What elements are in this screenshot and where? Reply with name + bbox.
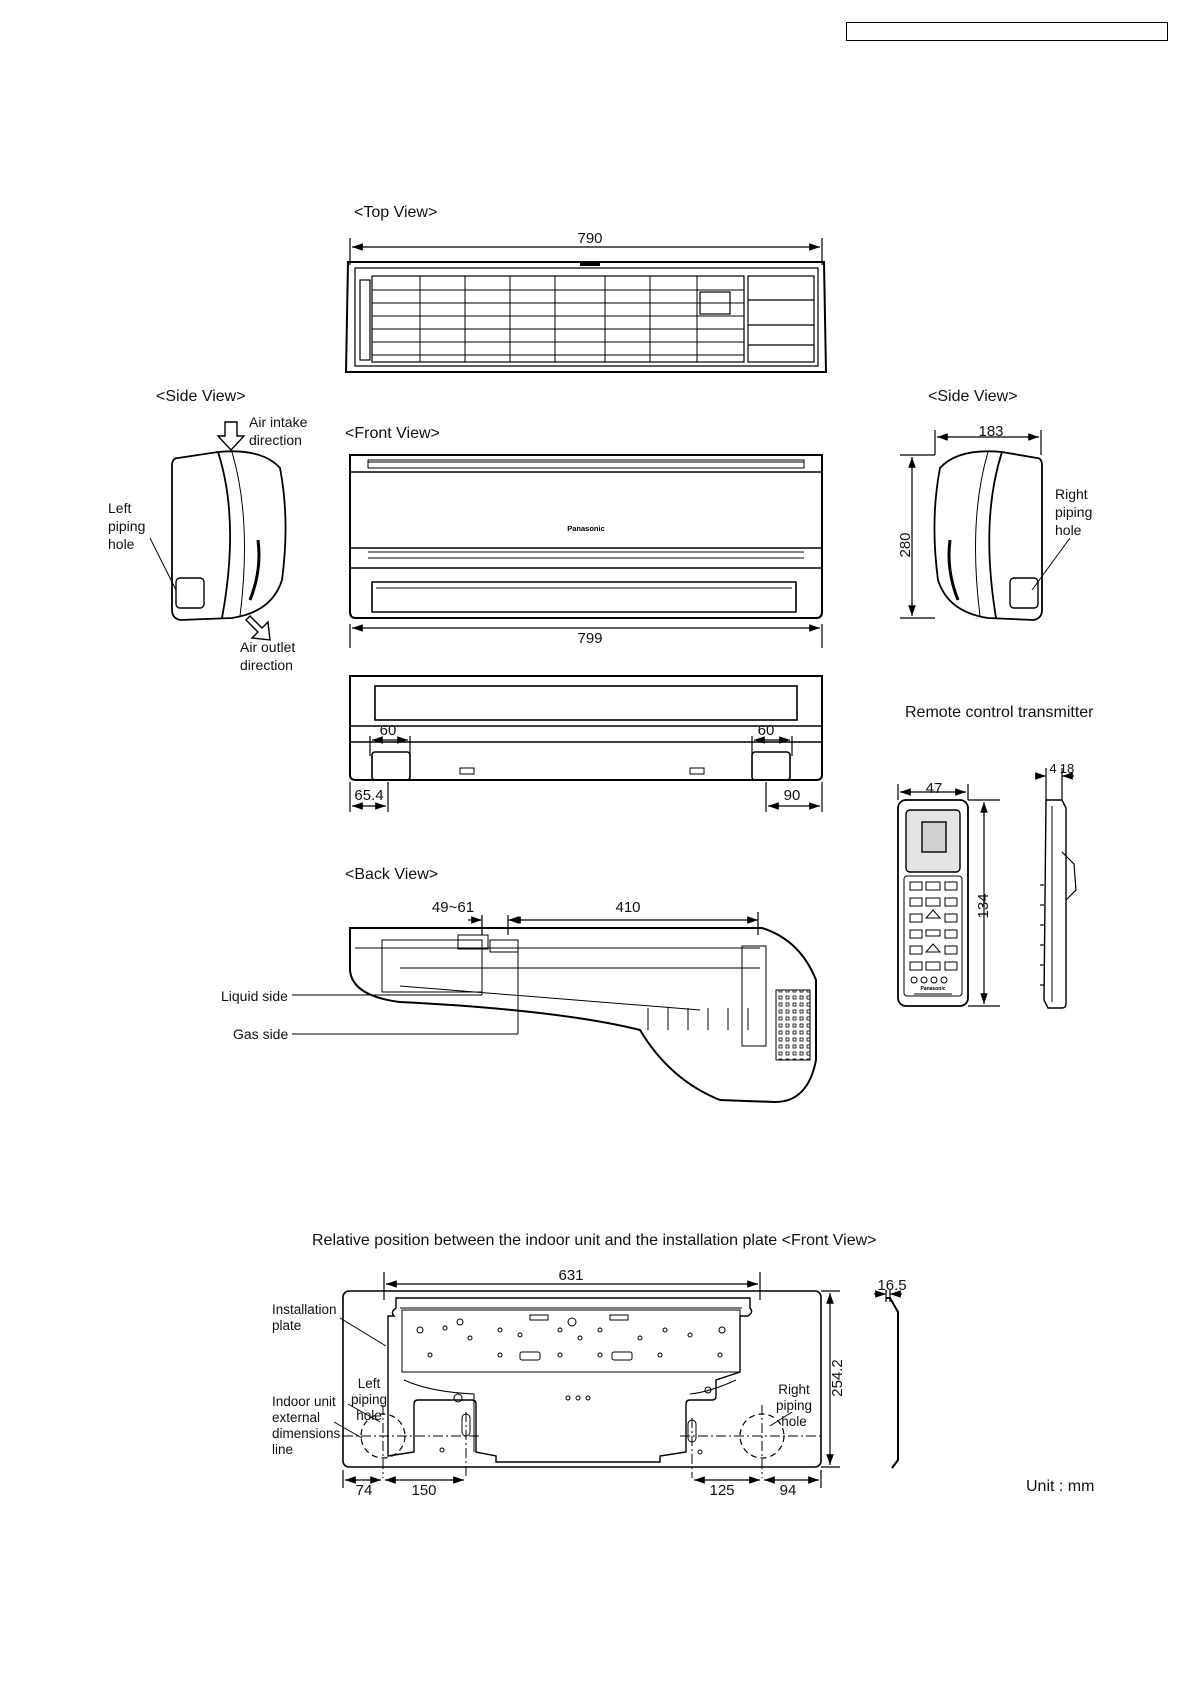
dim-plate-254-2: 254.2 — [829, 1359, 846, 1397]
right-piping-hole-label: Right piping hole — [1055, 486, 1093, 538]
dim-plate-16-5: 16.5 — [877, 1277, 906, 1294]
top-view-drawing — [344, 238, 828, 373]
side-view-right-title: <Side View> — [928, 388, 1018, 405]
front-brand-logo: Panasonic — [567, 524, 605, 533]
dim-plate-94: 94 — [780, 1482, 797, 1499]
dim-remote-height: 134 — [975, 893, 992, 918]
dim-bottom-65-4: 65.4 — [354, 787, 383, 804]
gas-side-label: Gas side — [233, 1026, 289, 1042]
dim-front-width: 799 — [577, 630, 602, 647]
dim-top-width: 790 — [577, 230, 602, 247]
installation-plate-label: Installation plate — [272, 1302, 337, 1333]
back-view-title: <Back View> — [345, 866, 439, 883]
installation-plate-drawing — [333, 1272, 902, 1488]
back-view-drawing — [292, 912, 817, 1104]
header-box — [846, 22, 1168, 41]
dim-bottom-90: 90 — [784, 787, 801, 804]
remote-side-drawing — [1035, 768, 1077, 1009]
dim-plate-125: 125 — [709, 1482, 734, 1499]
side-view-right-drawing — [900, 430, 1071, 621]
plate-right-piping-label: Right piping hole — [776, 1382, 813, 1429]
plate-left-piping-label: Left piping hole — [351, 1376, 388, 1423]
dim-side-height: 280 — [897, 532, 914, 557]
remote-title: Remote control transmitter — [905, 704, 1094, 721]
side-view-left-title: <Side View> — [156, 388, 246, 405]
dim-back-410: 410 — [615, 899, 640, 916]
air-outlet-label: Air outlet direction — [240, 639, 296, 673]
unit-note: Unit : mm — [1026, 1478, 1095, 1495]
remote-brand-logo: Panasonic — [920, 986, 945, 992]
left-piping-hole-label: Left piping hole — [108, 500, 146, 552]
air-intake-label: Air intake direction — [249, 414, 308, 448]
dim-side-depth: 183 — [978, 423, 1003, 440]
dim-plate-631: 631 — [558, 1267, 583, 1284]
bottom-view-drawing — [349, 675, 823, 812]
dim-plate-150: 150 — [411, 1482, 436, 1499]
front-view-drawing — [349, 454, 823, 648]
side-view-left-drawing — [149, 421, 287, 641]
indoor-unit-line-label: Indoor unit external dimensions line — [272, 1394, 341, 1457]
installation-title: Relative position between the indoor uni… — [312, 1232, 877, 1249]
dim-remote-thickness: 18 — [1060, 761, 1074, 776]
dim-plate-74: 74 — [356, 1482, 373, 1499]
dim-remote-width: 47 — [926, 780, 943, 797]
dim-back-range: 49~61 — [432, 899, 474, 916]
liquid-side-label: Liquid side — [221, 988, 288, 1004]
front-view-title: <Front View> — [345, 425, 440, 442]
remote-front-drawing — [897, 784, 1000, 1007]
dim-bottom-right-60: 60 — [758, 722, 775, 739]
dimension-labels: 790 799 183 280 60 60 65.4 90 47 134 4 1… — [354, 230, 1074, 1499]
dim-remote-thickness-small: 4 — [1049, 761, 1056, 776]
top-view-title: <Top View> — [354, 204, 438, 221]
dim-bottom-left-60: 60 — [380, 722, 397, 739]
